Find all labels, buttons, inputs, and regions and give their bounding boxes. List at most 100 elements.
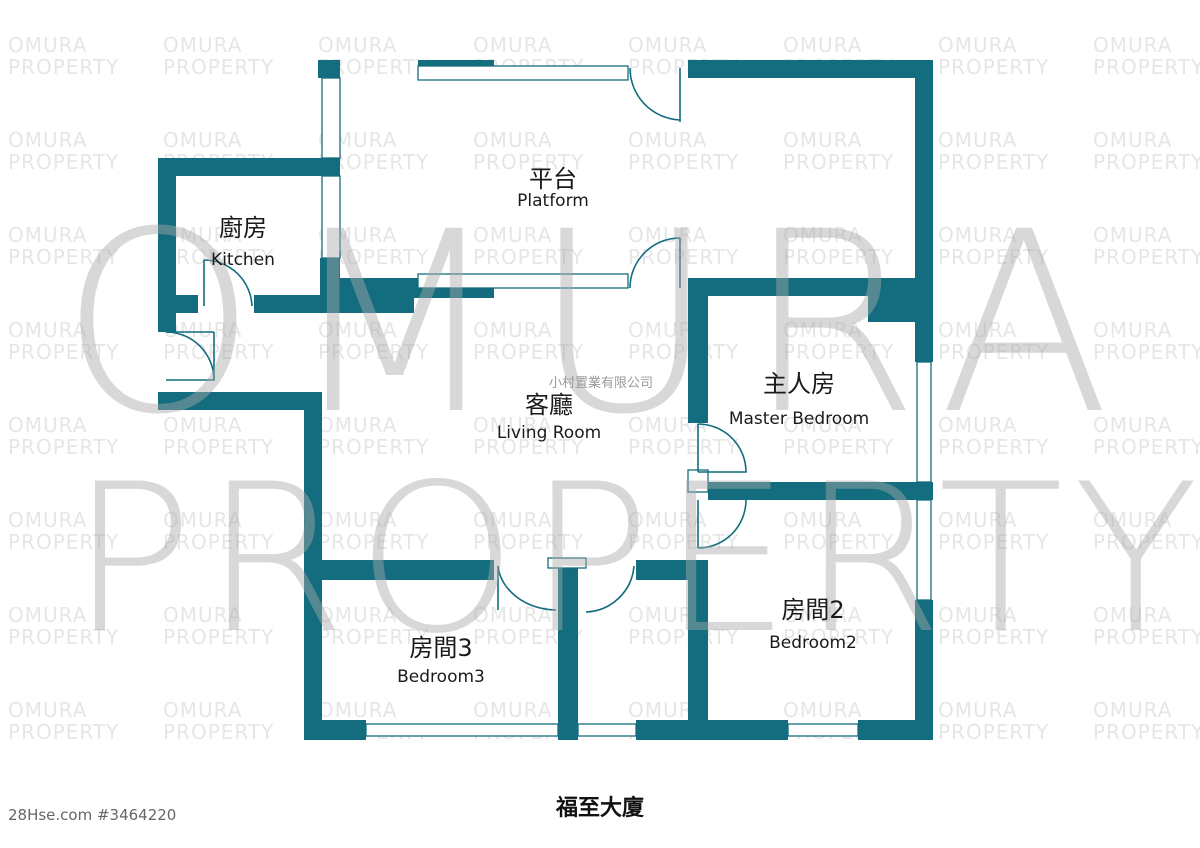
- watermark-tile-line2: PROPERTY: [938, 435, 1049, 459]
- watermark-tile-line2: PROPERTY: [163, 720, 274, 744]
- watermark-tile-line1: OMURA: [8, 128, 87, 152]
- watermark-tile-line2: PROPERTY: [1093, 625, 1200, 649]
- watermark-tile-line1: OMURA: [628, 223, 707, 247]
- watermark-tile-line1: OMURA: [163, 33, 242, 57]
- watermark-tile-line2: PROPERTY: [938, 340, 1049, 364]
- watermark-tile-line2: PROPERTY: [628, 435, 739, 459]
- watermark-tile-line2: PROPERTY: [1093, 530, 1200, 554]
- building-name: 福至大廈: [555, 795, 644, 821]
- kitchen-label-zh: 廚房: [219, 214, 267, 242]
- watermark-tile-line1: OMURA: [938, 413, 1017, 437]
- watermark-tile-line1: OMURA: [938, 318, 1017, 342]
- watermark-tile-line2: PROPERTY: [783, 340, 894, 364]
- watermark-tile-line2: PROPERTY: [1093, 340, 1200, 364]
- watermark-tile-line2: PROPERTY: [473, 245, 584, 269]
- watermark-tile-line2: PROPERTY: [783, 150, 894, 174]
- watermark-tile-line1: OMURA: [938, 33, 1017, 57]
- watermark-tile-line1: OMURA: [163, 698, 242, 722]
- watermark-tile-line1: OMURA: [8, 698, 87, 722]
- watermark-tile-line2: PROPERTY: [8, 435, 119, 459]
- watermark-tile-line2: PROPERTY: [938, 625, 1049, 649]
- watermark-tile-line2: PROPERTY: [8, 625, 119, 649]
- watermark-tile-line1: OMURA: [473, 413, 552, 437]
- watermark-tile-line1: OMURA: [783, 698, 862, 722]
- watermark-tile-line2: PROPERTY: [163, 340, 274, 364]
- listing-id: 28Hse.com #3464220: [8, 806, 176, 824]
- watermark-tile-line2: PROPERTY: [783, 530, 894, 554]
- watermark-tile-line1: OMURA: [318, 603, 397, 627]
- living-label-en: Living Room: [497, 423, 601, 443]
- watermark-tile-line1: OMURA: [783, 413, 862, 437]
- watermark-tile-line2: PROPERTY: [783, 625, 894, 649]
- watermark-tile-line2: PROPERTY: [8, 340, 119, 364]
- watermark-tile-line2: PROPERTY: [628, 150, 739, 174]
- watermark-tile-line2: PROPERTY: [318, 435, 429, 459]
- watermark-tile-line1: OMURA: [1093, 223, 1172, 247]
- watermark-tile-line2: PROPERTY: [163, 245, 274, 269]
- watermark-tile-line1: OMURA: [8, 223, 87, 247]
- living-label-zh: 客廳: [525, 391, 573, 419]
- windows: [321, 65, 932, 737]
- watermark-tile-line2: PROPERTY: [783, 245, 894, 269]
- watermark-tile-line1: OMURA: [628, 33, 707, 57]
- watermark-tile-line1: OMURA: [163, 318, 242, 342]
- watermark-tile-line1: OMURA: [473, 698, 552, 722]
- watermark-tile-line2: PROPERTY: [8, 245, 119, 269]
- watermark-tile-line2: PROPERTY: [318, 530, 429, 554]
- watermark-tile-line1: OMURA: [318, 33, 397, 57]
- watermark-tile-line2: PROPERTY: [783, 435, 894, 459]
- watermark-tile-line2: PROPERTY: [318, 340, 429, 364]
- watermark-tile-line2: PROPERTY: [938, 150, 1049, 174]
- company-name: 小村置業有限公司: [549, 375, 653, 391]
- watermark-tile-line1: OMURA: [163, 603, 242, 627]
- watermark-tile-line1: OMURA: [938, 128, 1017, 152]
- watermark-tile-line1: OMURA: [473, 223, 552, 247]
- kitchen-label-en: Kitchen: [211, 250, 275, 270]
- bedroom2-label-zh: 房間2: [781, 596, 844, 624]
- watermark-tile-line1: OMURA: [938, 508, 1017, 532]
- watermark-tile-line2: PROPERTY: [318, 625, 429, 649]
- watermark-tile-line1: OMURA: [1093, 698, 1172, 722]
- watermark-tile-line2: PROPERTY: [628, 625, 739, 649]
- watermark-tile-line1: OMURA: [1093, 128, 1172, 152]
- watermark-large-line2: PROPERTY: [70, 441, 1200, 679]
- watermark-tile-line2: PROPERTY: [1093, 245, 1200, 269]
- watermark-tile-line1: OMURA: [628, 128, 707, 152]
- watermark-tile-line2: PROPERTY: [163, 530, 274, 554]
- watermark-tile-line2: PROPERTY: [473, 340, 584, 364]
- watermark-tile-line2: PROPERTY: [1093, 150, 1200, 174]
- watermark-tile-line2: PROPERTY: [938, 245, 1049, 269]
- watermark-tile-line2: PROPERTY: [8, 720, 119, 744]
- watermark-tile-line2: PROPERTY: [163, 435, 274, 459]
- watermark-tile-line2: PROPERTY: [473, 150, 584, 174]
- watermark-tile-line1: OMURA: [783, 128, 862, 152]
- watermark-tile-line2: PROPERTY: [163, 625, 274, 649]
- watermark-tile-line1: OMURA: [938, 698, 1017, 722]
- watermark-tile-line1: OMURA: [473, 33, 552, 57]
- watermark-tile-line2: PROPERTY: [163, 55, 274, 79]
- watermark-tile-line1: OMURA: [938, 603, 1017, 627]
- watermark-tile-line1: OMURA: [783, 603, 862, 627]
- watermark-tile-line2: PROPERTY: [473, 530, 584, 554]
- watermark-tile-line1: OMURA: [473, 508, 552, 532]
- watermark-tile-line1: OMURA: [1093, 508, 1172, 532]
- watermark-tile-line1: OMURA: [473, 318, 552, 342]
- watermark-tile-line1: OMURA: [163, 223, 242, 247]
- door-swings: [165, 67, 747, 613]
- watermark-tile-line2: PROPERTY: [8, 55, 119, 79]
- watermark-tile-line1: OMURA: [1093, 318, 1172, 342]
- watermark-tile-line1: OMURA: [1093, 33, 1172, 57]
- watermark-tile-line2: PROPERTY: [1093, 720, 1200, 744]
- watermark-tile-line1: OMURA: [8, 318, 87, 342]
- watermark-tile-line1: OMURA: [783, 33, 862, 57]
- watermark-tile-line1: OMURA: [473, 128, 552, 152]
- watermark-tile-line2: PROPERTY: [938, 55, 1049, 79]
- watermark-tile-line1: OMURA: [783, 223, 862, 247]
- watermark-tile-line1: OMURA: [318, 413, 397, 437]
- watermark-tile-line1: OMURA: [783, 318, 862, 342]
- watermark-tile-line1: OMURA: [318, 508, 397, 532]
- bedroom2-label-en: Bedroom2: [769, 633, 857, 653]
- watermark-tile-line1: OMURA: [8, 33, 87, 57]
- watermark-tile-line2: PROPERTY: [938, 720, 1049, 744]
